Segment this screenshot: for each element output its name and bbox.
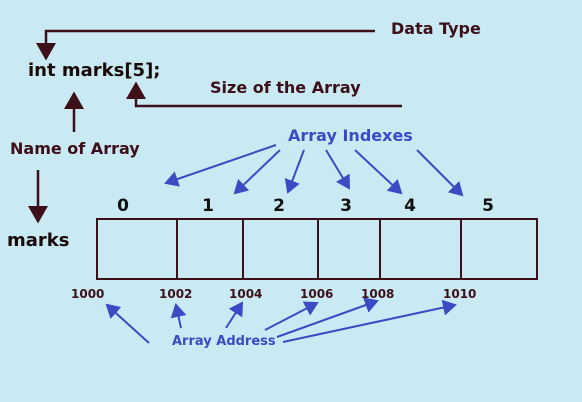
- address-label-5: 1010: [443, 287, 477, 301]
- address-label-2: 1004: [229, 287, 263, 301]
- address-label-3: 1006: [300, 287, 334, 301]
- index-label-2: 2: [273, 196, 285, 216]
- address-label-1: 1002: [159, 287, 193, 301]
- data-type-label: Data Type: [391, 19, 481, 38]
- index-arrow-3: [325, 149, 351, 190]
- index-label-4: 4: [404, 196, 416, 216]
- index-arrow-0: [164, 144, 277, 187]
- name-of-array-label: Name of Array: [10, 139, 140, 158]
- index-arrow-2: [284, 149, 305, 194]
- array-cell-4: [379, 218, 462, 280]
- array-cell-3: [317, 218, 381, 280]
- array-address-label: Array Address: [172, 334, 276, 349]
- address-arrow-1: [170, 303, 187, 329]
- address-arrow-3: [264, 301, 319, 331]
- array-cell-2: [242, 218, 319, 280]
- size-of-array-label: Size of the Array: [210, 78, 361, 97]
- address-arrow-2: [225, 301, 244, 329]
- index-label-1: 1: [202, 196, 214, 216]
- address-arrow-4: [276, 297, 379, 338]
- index-arrow-5: [416, 149, 464, 197]
- index-label-0: 0: [117, 196, 129, 216]
- address-label-0: 1000: [71, 287, 105, 301]
- index-label-3: 3: [340, 196, 352, 216]
- size-arrow: [126, 81, 402, 108]
- address-arrow-5: [282, 299, 457, 343]
- index-arrow-4: [354, 149, 403, 195]
- index-label-5: 5: [482, 196, 494, 216]
- address-label-4: 1008: [361, 287, 395, 301]
- array-indexes-label: Array Indexes: [288, 126, 413, 145]
- array-cell-5: [460, 218, 538, 280]
- address-arrow-0: [105, 303, 150, 344]
- data-type-arrow: [36, 29, 375, 61]
- array-cell-1: [176, 218, 244, 280]
- array-variable-name: marks: [7, 230, 70, 251]
- array-declaration: int marks[5];: [28, 60, 161, 81]
- index-arrow-1: [233, 149, 281, 195]
- array-cell-0: [96, 218, 178, 280]
